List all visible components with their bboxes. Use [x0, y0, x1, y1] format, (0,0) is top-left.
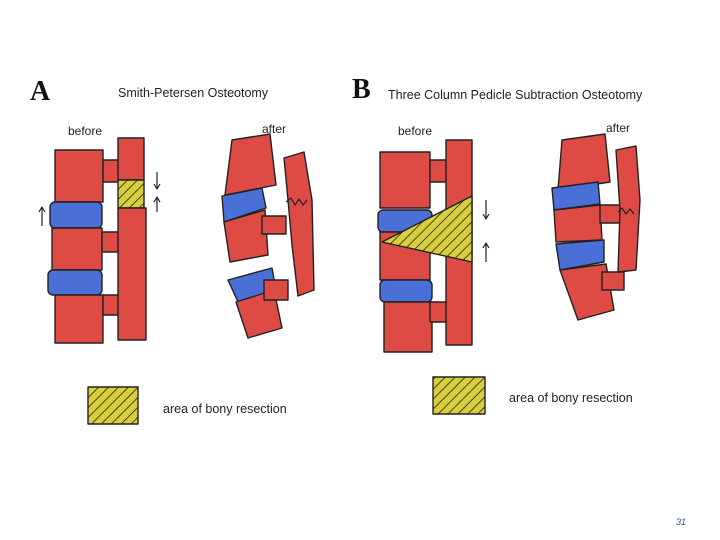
- pedicle: [600, 205, 622, 223]
- vertebral-body: [225, 134, 276, 195]
- panel-a-before-spine: [39, 138, 160, 343]
- vertebral-body: [55, 295, 103, 343]
- vertebral-body: [380, 152, 430, 208]
- posterior-element: [118, 208, 146, 340]
- panel-a-after-spine: [222, 134, 314, 338]
- posterior-element: [616, 146, 640, 272]
- page-number: 31: [676, 517, 686, 527]
- compression-arrows: [483, 200, 489, 262]
- panel-b-before-spine: [378, 140, 489, 352]
- posterior-element: [284, 152, 314, 296]
- pedicle: [262, 216, 286, 234]
- vertebral-body: [52, 228, 102, 270]
- panel-a-legend-label: area of bony resection: [163, 402, 287, 416]
- posterior-element: [118, 138, 144, 180]
- disc: [48, 270, 102, 295]
- resection-wedge: [118, 180, 144, 208]
- panel-a-after-label: after: [262, 122, 286, 136]
- pedicle: [264, 280, 288, 300]
- legend-swatch-b: [433, 377, 485, 414]
- vertebral-body: [558, 134, 610, 190]
- pedicle: [602, 272, 624, 290]
- panel-a-letter: A: [30, 76, 50, 108]
- panel-b-after-spine: [552, 134, 640, 320]
- vertebral-body: [554, 205, 602, 242]
- panel-b-title: Three Column Pedicle Subtraction Osteoto…: [388, 88, 642, 102]
- panel-b-letter: B: [352, 74, 371, 106]
- vertebral-body: [384, 302, 432, 352]
- legend-swatch-a: [88, 387, 138, 424]
- panel-a-title: Smith-Petersen Osteotomy: [118, 86, 268, 100]
- panel-a-before-label: before: [68, 124, 102, 138]
- panel-b-legend-label: area of bony resection: [509, 391, 633, 405]
- disc: [380, 280, 432, 302]
- vertebral-body: [55, 150, 103, 202]
- disc: [50, 202, 102, 228]
- panel-b-after-label: after: [606, 121, 630, 135]
- panel-b-before-label: before: [398, 124, 432, 138]
